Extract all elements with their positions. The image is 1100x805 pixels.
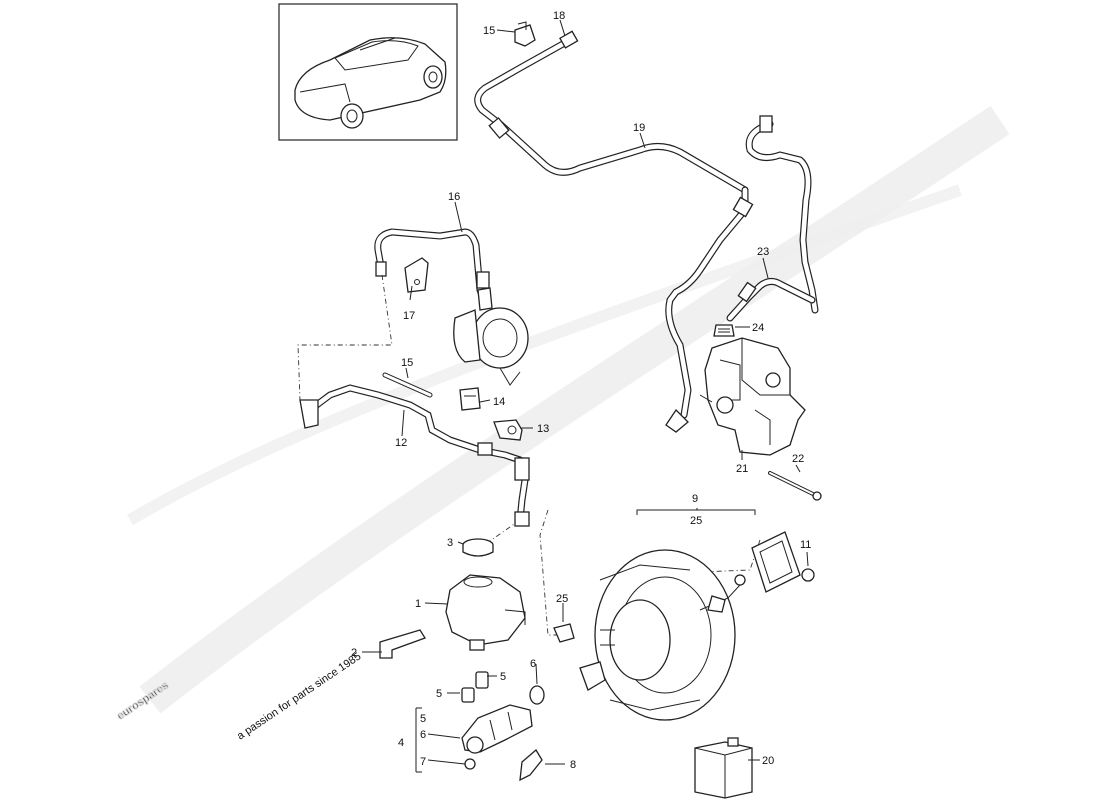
callout-25-gasket: 25 [690, 515, 702, 527]
vacuum-line-19 [474, 30, 749, 194]
vacuum-pump-engine [453, 287, 529, 386]
master-cylinder-4 [461, 704, 533, 770]
vacuum-line-12 [299, 384, 524, 464]
callout-25-seal: 25 [556, 593, 568, 605]
reservoir-cap-3 [462, 538, 494, 557]
callout-8: 8 [570, 759, 576, 771]
callout-12: 12 [395, 437, 407, 449]
callout-23: 23 [757, 246, 769, 258]
callout-20: 20 [762, 755, 774, 767]
vacuum-line-23 [726, 277, 816, 322]
callout-22: 22 [792, 453, 804, 465]
bracket-17 [404, 257, 429, 293]
callout-4-sub-6: 6 [420, 729, 426, 741]
vehicle-thumbnail [278, 3, 458, 141]
callout-5-b: 5 [436, 688, 442, 700]
vacuum-line-to-valve [665, 186, 754, 433]
callout-17: 17 [403, 310, 415, 322]
hose-15-straight [382, 372, 433, 398]
callout-13: 13 [537, 423, 549, 435]
nut-11 [801, 568, 815, 582]
callout-labels: 15 18 19 16 17 15 14 13 12 3 1 2 5 5 6 5… [351, 10, 811, 771]
callout-5-a: 5 [500, 671, 506, 683]
vacuum-line-to-booster [514, 456, 530, 527]
watermark-tagline: a passion for parts since 1985 [235, 650, 363, 742]
o-ring-6 [529, 685, 545, 705]
vacuum-line-16 [374, 228, 490, 304]
callout-4: 4 [398, 737, 404, 749]
callout-6: 6 [530, 658, 536, 670]
vacuum-line-upper-right [745, 115, 819, 314]
callout-15-top: 15 [483, 25, 495, 37]
sensor-bracket-2 [379, 629, 426, 659]
brake-booster-9 [579, 549, 746, 721]
callout-24: 24 [752, 322, 764, 334]
callout-14: 14 [493, 396, 505, 408]
gasket-25 [751, 531, 801, 593]
callout-11: 11 [800, 539, 811, 551]
brake-fluid-can-20 [694, 737, 753, 799]
callout-1: 1 [415, 598, 421, 610]
callout-4-sub-7: 7 [420, 756, 426, 768]
callout-18: 18 [553, 10, 565, 22]
bolt-22 [768, 471, 822, 501]
callout-3: 3 [447, 537, 453, 549]
callout-21: 21 [736, 463, 748, 475]
clip-15-top [514, 21, 536, 47]
grommets-5 [461, 671, 489, 703]
watermark: eurospares a passion for parts since 198… [114, 105, 1010, 742]
callout-4-sub-5: 5 [420, 713, 426, 725]
callout-15-mid: 15 [401, 357, 413, 369]
leader-lines [362, 19, 809, 773]
callout-19: 19 [633, 122, 645, 134]
sensor-8 [519, 749, 543, 782]
brake-fluid-reservoir-1 [445, 574, 526, 651]
vacuum-pump-21 [699, 337, 806, 456]
callout-16: 16 [448, 191, 460, 203]
check-valve-13 [493, 419, 523, 441]
seal-ring-25 [553, 623, 575, 643]
callout-2: 2 [351, 647, 357, 659]
callout-9: 9 [692, 493, 698, 505]
clip-24 [713, 324, 735, 337]
clip-14 [459, 387, 481, 411]
